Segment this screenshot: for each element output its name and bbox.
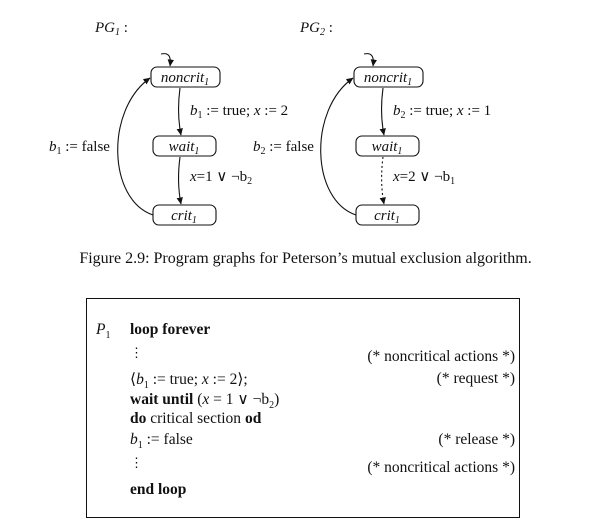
pg1-node-noncrit: noncrit1 [150,66,221,88]
pg1-edge-release [117,77,154,216]
algorithm-box [86,298,520,518]
pg1-edge-guard [176,156,183,205]
comment-noncritical-2: (* noncritical actions *) [367,459,515,476]
critical-section-line: do critical section od [130,410,262,427]
pg1-label-guard: x=1 ∨ ¬b2 [189,169,252,187]
comment-request: (* request *) [436,370,515,387]
pg2-label-release: b2 := false [253,139,314,157]
vdots-1: ⋮ [130,345,143,360]
svg-text:crit1: crit1 [374,208,400,226]
end-loop-keyword: end loop [130,481,187,498]
pg2-title: PG2 : [299,20,333,38]
vdots-2: ⋮ [130,455,143,470]
comment-noncritical-1: (* noncritical actions *) [367,348,515,365]
figure-caption: Figure 2.9: Program graphs for Peterson’… [79,250,532,267]
program-graphs-figure: PG1 : noncrit1 wait1 crit1 b1 := true; x… [49,20,491,226]
request-line: ⟨b1 := true; x := 2⟩; [130,371,248,392]
pg2-edge-request [379,87,386,136]
pg2-initial-arrow [363,53,377,67]
svg-text:wait1: wait1 [169,139,200,157]
process-label: P1 [96,321,111,342]
svg-text:noncrit1: noncrit1 [161,70,209,88]
wait-until-line: wait until (x = 1 ∨ ¬b2) [130,391,280,412]
pg2-label-request: b2 := true; x := 1 [393,103,491,121]
pg1-edge-request [176,87,183,136]
pg1-initial-arrow [160,53,174,67]
pg1-node-wait: wait1 [152,135,217,157]
release-line: b1 := false [130,431,193,452]
pg1-node-crit: crit1 [152,204,217,226]
pg1-label-request: b1 := true; x := 2 [190,103,288,121]
pg2-node-wait: wait1 [355,135,420,157]
svg-text:noncrit1: noncrit1 [364,70,412,88]
pg2-edge-guard [379,156,386,205]
comment-release: (* release *) [438,431,515,448]
svg-text:wait1: wait1 [372,139,403,157]
pg2-label-guard: x=2 ∨ ¬b1 [392,169,455,187]
pg2-node-noncrit: noncrit1 [353,66,424,88]
pg2-node-crit: crit1 [355,204,420,226]
svg-text:crit1: crit1 [171,208,197,226]
pg1-title: PG1 : [94,20,128,38]
loop-forever-keyword: loop forever [130,321,211,338]
pg1-label-release: b1 := false [49,139,110,157]
pg2-edge-release [320,77,357,216]
